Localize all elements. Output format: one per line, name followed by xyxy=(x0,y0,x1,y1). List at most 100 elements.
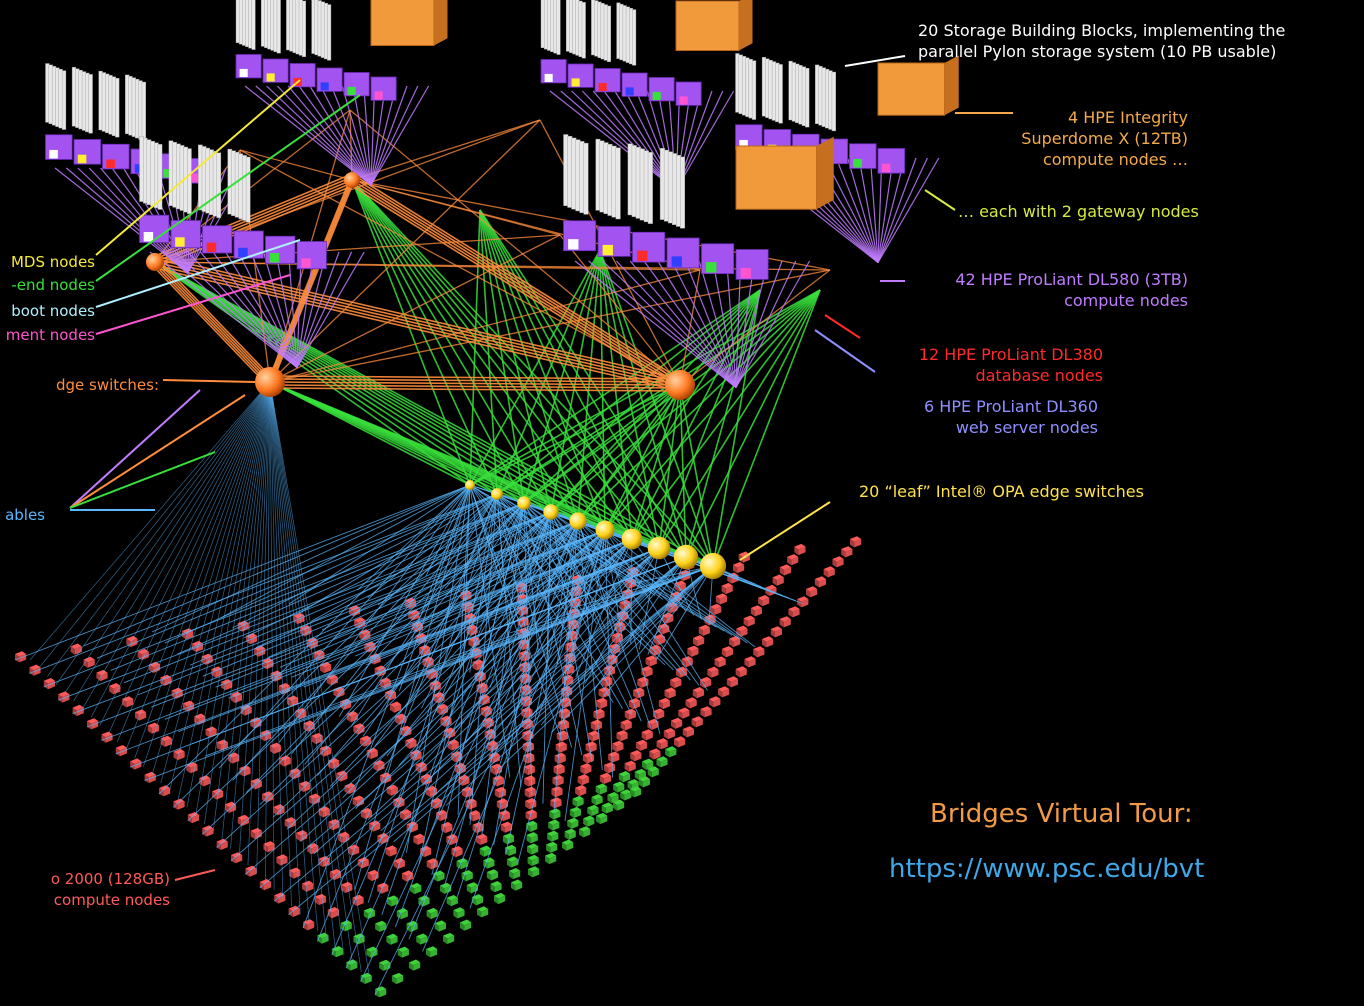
compute-node-side xyxy=(612,743,617,752)
violet-link xyxy=(735,260,811,388)
compute-node-top xyxy=(436,809,448,816)
compute-node-side xyxy=(607,794,612,804)
compute-node-side xyxy=(593,711,598,720)
compute-node-top xyxy=(130,758,142,764)
compute-node-side xyxy=(630,752,635,762)
compute-node-front xyxy=(417,836,425,845)
blue-cable xyxy=(173,493,498,808)
compute-node-top xyxy=(633,687,645,693)
violet-link xyxy=(309,85,372,186)
compute-node-side xyxy=(511,882,516,891)
compute-node xyxy=(416,933,428,945)
blue-cable xyxy=(202,520,579,677)
blue-cable xyxy=(421,502,525,709)
compute-node-front xyxy=(344,922,352,932)
compute-node-top xyxy=(787,554,799,560)
compute-node-top xyxy=(354,617,366,623)
compute-node-side xyxy=(714,659,719,668)
node-marker xyxy=(134,164,144,173)
blue-cable xyxy=(158,484,471,795)
compute-node-front xyxy=(718,659,726,668)
compute-node-front xyxy=(574,809,582,819)
compute-node xyxy=(426,858,438,870)
blue-cable xyxy=(553,520,579,813)
compute-node-top xyxy=(545,852,557,859)
node-marker xyxy=(625,87,634,96)
compute-node-front xyxy=(303,783,311,793)
compute-node-top xyxy=(375,986,387,992)
blue-cable xyxy=(604,529,613,778)
compute-node-top xyxy=(318,806,330,812)
green-link xyxy=(523,249,601,504)
compute-node xyxy=(753,646,765,658)
blue-cable xyxy=(594,556,687,691)
compute-node xyxy=(479,845,491,857)
tour-url-text[interactable]: https://www.psc.edu/bvt xyxy=(889,854,1205,884)
compute-node-side xyxy=(779,567,785,576)
compute-node-front xyxy=(637,690,645,699)
compute-node-front xyxy=(725,585,733,595)
compute-node xyxy=(682,726,694,738)
compute-node-side xyxy=(587,807,592,817)
compute-node-top xyxy=(549,808,561,814)
compute-node-top xyxy=(486,869,499,875)
compute-node xyxy=(635,739,648,751)
violet-link xyxy=(287,85,372,186)
compute-node-side xyxy=(841,549,846,558)
compute-node xyxy=(692,687,704,699)
blue-cable xyxy=(577,520,748,644)
compute-node-front xyxy=(126,699,134,708)
blue-cable xyxy=(317,511,552,776)
node-marker xyxy=(206,242,217,252)
blue-cable xyxy=(110,502,525,671)
compute-node-top xyxy=(364,641,376,647)
compute-node-front xyxy=(501,801,509,810)
blue-cable xyxy=(456,520,579,898)
compute-node xyxy=(620,789,632,801)
compute-node-side xyxy=(521,721,526,730)
compute-node xyxy=(386,784,398,796)
orange-link xyxy=(269,381,681,386)
blue-cable xyxy=(269,381,336,948)
green-link xyxy=(154,261,606,531)
compute-node-side xyxy=(466,627,471,636)
compute-node-front xyxy=(740,628,748,637)
compute-node xyxy=(366,946,378,958)
superdome-label: 4 HPE Integrity Superdome X (12TB) compu… xyxy=(960,107,1188,170)
tour-url-link[interactable]: https://www.psc.edu/bvt xyxy=(889,852,1204,886)
compute-node-side xyxy=(15,654,20,663)
compute-node-top xyxy=(634,768,646,775)
disk-rack xyxy=(245,156,251,223)
compute-node-front xyxy=(704,679,712,689)
compute-node xyxy=(758,595,770,607)
compute-node xyxy=(588,730,600,742)
compute-node-side xyxy=(577,776,582,786)
blue-cable xyxy=(444,511,552,887)
compute-node-front xyxy=(836,559,844,568)
leaf-label-text: 20 “leaf” Intel® OPA edge switches xyxy=(859,482,1144,501)
compute-node-front xyxy=(747,618,755,627)
blue-cable xyxy=(425,484,471,577)
violet-link xyxy=(174,251,298,368)
compute-node-front xyxy=(567,666,575,675)
green-link xyxy=(550,384,681,513)
blue-cable xyxy=(545,538,633,594)
compute-node-top xyxy=(360,807,373,814)
compute-node xyxy=(159,785,171,797)
compute-node-top xyxy=(386,895,399,901)
compute-node-side xyxy=(440,885,445,894)
disk-rack xyxy=(276,0,281,54)
violet-link xyxy=(588,260,737,388)
compute-node-side xyxy=(664,690,669,699)
compute-node-front xyxy=(379,923,387,932)
compute-node-top xyxy=(566,630,578,636)
compute-node xyxy=(353,723,365,735)
compute-node xyxy=(548,819,560,831)
compute-node-front xyxy=(254,781,262,790)
blue-cable xyxy=(99,381,271,726)
compute-node-side xyxy=(707,669,712,678)
compute-node-top xyxy=(524,786,536,793)
dl380-label: 12 HPE ProLiant DL380 database nodes xyxy=(860,344,1103,386)
compute-node-top xyxy=(314,893,327,900)
orange-link xyxy=(154,179,353,263)
